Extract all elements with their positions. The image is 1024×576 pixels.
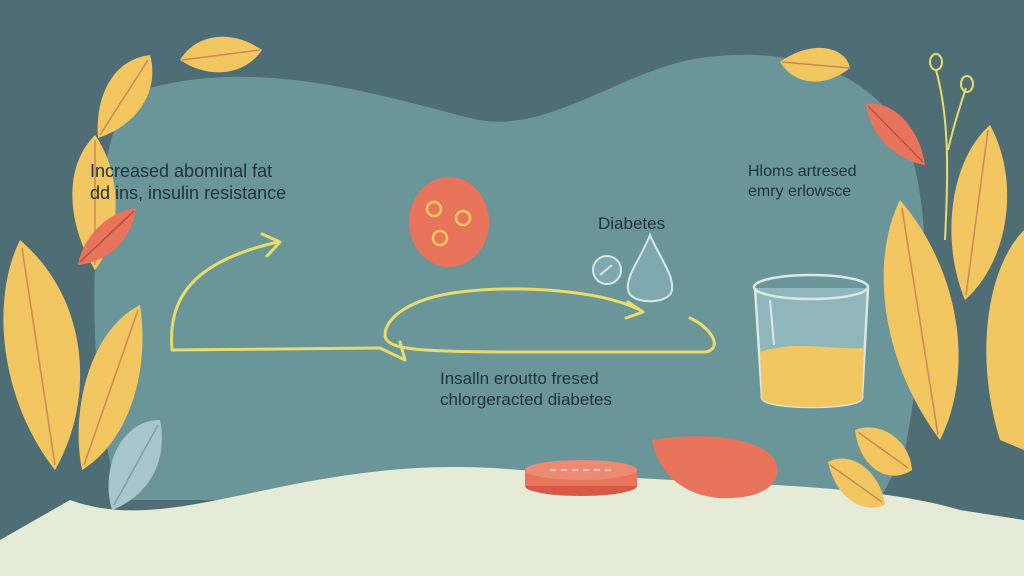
leaf-icon bbox=[97, 55, 153, 138]
leaf-icon bbox=[828, 427, 912, 508]
cycle-arrow bbox=[170, 232, 716, 362]
leaf-icon bbox=[108, 420, 162, 510]
label-bottom-line-1: Insalln eroutto fresed bbox=[440, 369, 599, 388]
label-top-right: Hloms artresed emry erlowsce bbox=[748, 162, 856, 202]
label-bottom: Insalln eroutto fresed chlorgeracted dia… bbox=[440, 368, 612, 410]
leaf-icon bbox=[78, 208, 136, 265]
label-top-right-line-2: emry erlowsce bbox=[748, 183, 852, 200]
glass-icon bbox=[752, 273, 870, 409]
leaf-icon bbox=[986, 230, 1024, 450]
label-top-right-line-1: Hloms artresed bbox=[748, 163, 857, 180]
central-panel bbox=[94, 54, 925, 500]
label-top-left-line-2: dd ins, insulin resistance bbox=[90, 183, 287, 203]
leaf-icon bbox=[3, 240, 81, 470]
flower-sprig-icon bbox=[929, 53, 974, 241]
leaf-icon bbox=[951, 125, 1008, 300]
label-center: Diabetes bbox=[598, 214, 666, 233]
leaf-icon bbox=[883, 200, 959, 440]
label-top-left-line-1: Increased abominal fat bbox=[90, 161, 273, 181]
liver-icon bbox=[652, 436, 778, 499]
leaf-icon bbox=[180, 36, 262, 73]
floor-wave bbox=[0, 467, 1024, 576]
fat-cell-icon bbox=[409, 177, 489, 267]
leaf-icon bbox=[78, 305, 143, 470]
leaf-icon bbox=[866, 103, 925, 165]
droplet-icon bbox=[592, 232, 674, 303]
label-bottom-line-2: chlorgeracted diabetes bbox=[440, 390, 613, 409]
leaf-icon bbox=[780, 47, 851, 82]
pill-icon bbox=[525, 460, 637, 496]
label-top-left: Increased abominal fat dd ins, insulin r… bbox=[90, 160, 286, 204]
